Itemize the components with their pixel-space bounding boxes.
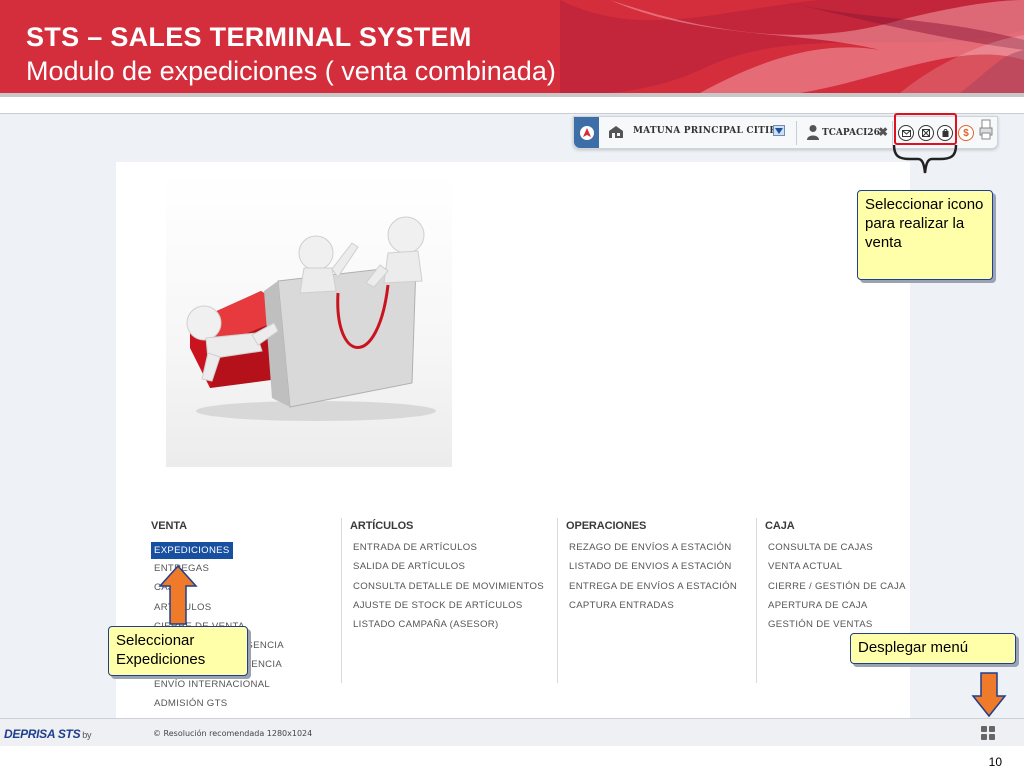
cash-icon[interactable]: $	[958, 125, 974, 141]
page-number: 10	[988, 755, 1002, 769]
menu-column-caja: CAJA CONSULTA DE CAJAS VENTA ACTUAL CIER…	[765, 520, 906, 636]
toolbar-separator	[892, 121, 893, 145]
menu-item-salida-articulos[interactable]: SALIDA DE ARTÍCULOS	[353, 561, 466, 573]
menu-item-envio-internacional[interactable]: ENVÍO INTERNACIONAL	[154, 678, 271, 690]
menu-header-venta: VENTA	[151, 520, 187, 532]
header-divider	[0, 93, 1024, 97]
envelope-icon	[901, 129, 911, 137]
decorative-swirl	[560, 0, 1024, 93]
sale-icon-articles[interactable]	[918, 125, 934, 141]
brand-name: DEPRISA STS	[4, 727, 81, 741]
station-dropdown[interactable]	[773, 125, 785, 136]
menu-item-entrega-envios[interactable]: ENTREGA DE ENVÍOS A ESTACIÓN	[569, 580, 738, 592]
station-name: MATUNA PRINCIPAL CITIBANK	[633, 126, 773, 136]
menu-item-expediciones[interactable]: EXPEDICIONES	[151, 542, 233, 559]
menu-item-entregas[interactable]: ENTREGAS	[154, 563, 210, 574]
callout-select-sale-icon: Seleccionar icono para realizar la venta	[857, 190, 993, 280]
menu-grid-icon[interactable]	[981, 726, 995, 740]
column-divider	[557, 518, 558, 683]
home-button[interactable]	[574, 117, 599, 148]
callout-brace	[892, 144, 958, 174]
menu-item-entrada-articulos[interactable]: ENTRADA DE ARTÍCULOS	[353, 542, 478, 553]
logout-icon[interactable]: ✖	[878, 125, 889, 139]
station-icon	[609, 126, 623, 138]
arrow-up-icon	[158, 564, 198, 625]
slide-subtitle: Modulo de expediciones ( venta combinada…	[26, 56, 556, 86]
menu-item-listado-envios[interactable]: LISTADO DE ENVIOS A ESTACIÓN	[569, 561, 732, 573]
hero-illustration	[166, 173, 452, 467]
toolbar-separator	[796, 121, 797, 145]
deprisa-logo-icon	[579, 125, 594, 140]
bag-icon	[942, 129, 948, 137]
column-divider	[756, 518, 757, 683]
resolution-note: © Resolución recomendada 1280x1024	[153, 729, 313, 738]
sale-icon-combined[interactable]	[937, 125, 953, 141]
slide-header: STS – SALES TERMINAL SYSTEM Modulo de ex…	[0, 0, 1024, 93]
arrow-down-icon	[971, 672, 1007, 718]
menu-column-articulos: ARTÍCULOS ENTRADA DE ARTÍCULOS SALIDA DE…	[350, 520, 544, 636]
user-icon	[807, 125, 819, 140]
menu-header-articulos: ARTÍCULOS	[350, 520, 414, 532]
sale-icons-highlight	[894, 113, 957, 145]
column-divider	[341, 518, 342, 683]
menu-item-admision-gts[interactable]: ADMISIÓN GTS	[154, 698, 228, 710]
menu-header-operaciones: OPERACIONES	[566, 520, 647, 532]
menu-item-listado-campana[interactable]: LISTADO CAMPAÑA (ASESOR)	[353, 619, 499, 631]
menu-column-operaciones: OPERACIONES REZAGO DE ENVÍOS A ESTACIÓN …	[566, 520, 737, 617]
callout-open-menu: Desplegar menú	[850, 633, 1016, 664]
box-icon	[922, 129, 930, 137]
menu-item-consulta-cajas[interactable]: CONSULTA DE CAJAS	[768, 542, 873, 553]
menu-item-rezago-envios[interactable]: REZAGO DE ENVÍOS A ESTACIÓN	[569, 542, 732, 553]
menu-header-caja: CAJA	[765, 520, 795, 532]
sale-icon-shipping[interactable]	[898, 125, 914, 141]
top-toolbar: MATUNA PRINCIPAL CITIBANK TCAPACI26 ✖ $	[573, 116, 998, 149]
menu-item-caja[interactable]: CAJA	[154, 582, 180, 594]
menu-item-ajuste-stock[interactable]: AJUSTE DE STOCK DE ARTÍCULOS	[353, 599, 523, 611]
brand-by: by	[82, 730, 92, 740]
menu-item-captura-entradas[interactable]: CAPTURA ENTRADAS	[569, 599, 675, 611]
slide-title: STS – SALES TERMINAL SYSTEM	[26, 22, 472, 52]
callout-select-expediciones: Seleccionar Expediciones	[108, 626, 248, 676]
menu-item-venta-actual[interactable]: VENTA ACTUAL	[768, 561, 843, 573]
user-name: TCAPACI26	[822, 128, 880, 138]
printer-icon[interactable]	[979, 119, 993, 141]
chevron-down-icon	[775, 127, 783, 134]
shopping-bag-figures-image	[186, 216, 436, 421]
menu-item-apertura-caja[interactable]: APERTURA DE CAJA	[768, 599, 868, 611]
menu-item-cierre-gestion-caja[interactable]: CIERRE / GESTIÓN DE CAJA	[768, 580, 906, 592]
menu-item-gestion-ventas[interactable]: GESTIÓN DE VENTAS	[768, 619, 873, 631]
menu-item-consulta-movimientos[interactable]: CONSULTA DETALLE DE MOVIMIENTOS	[353, 580, 544, 592]
